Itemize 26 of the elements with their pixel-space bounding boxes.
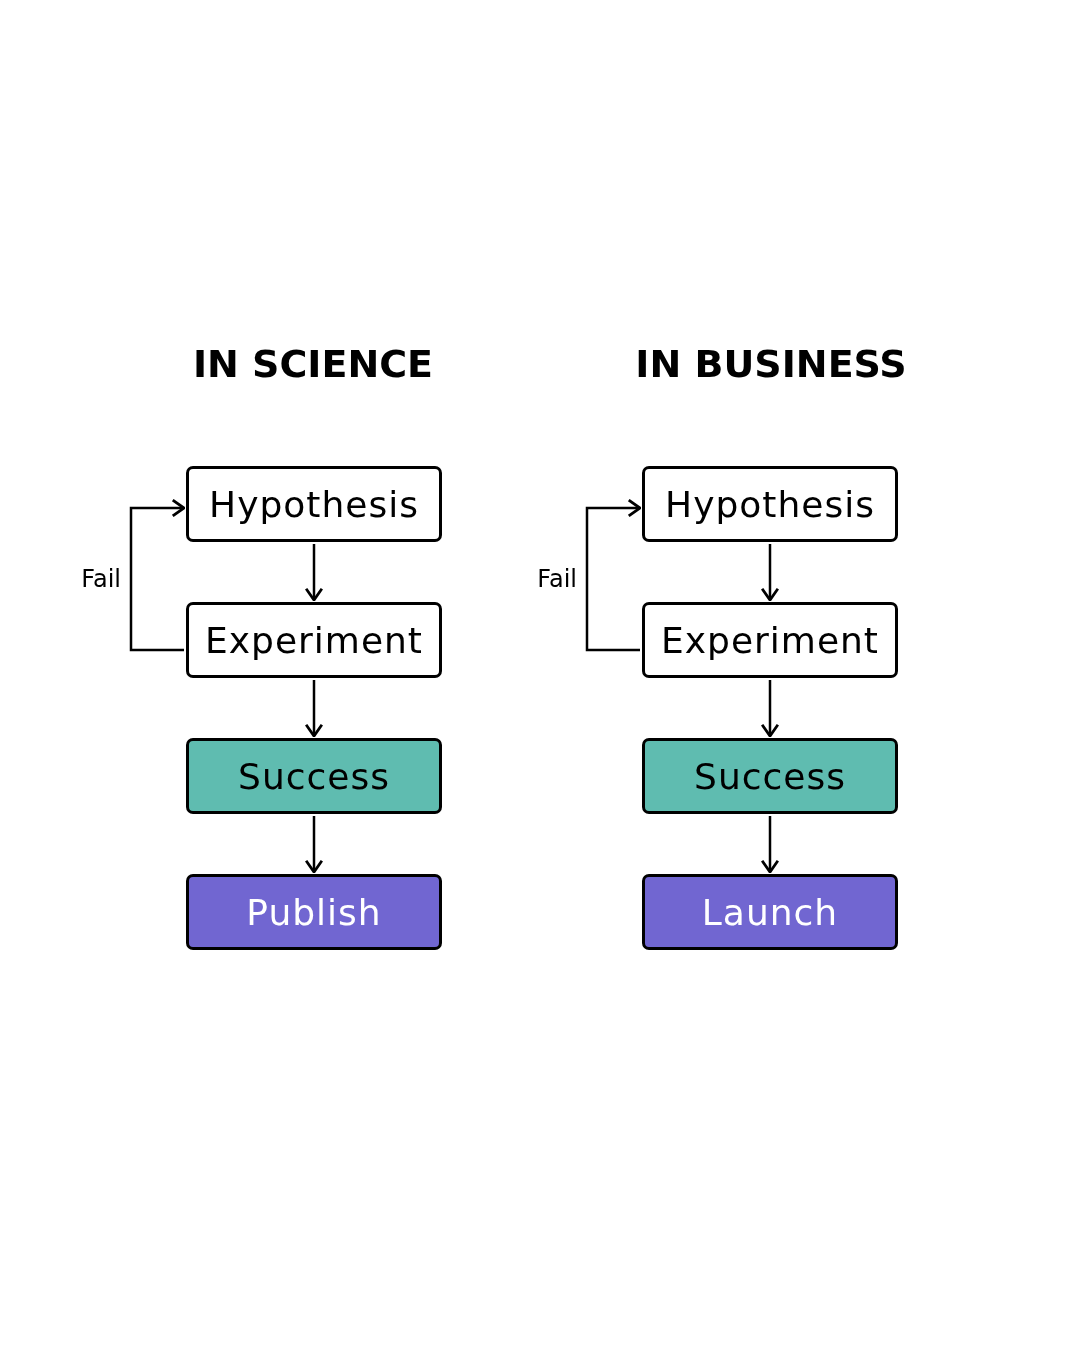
arrow: [304, 544, 324, 602]
outcome-box: [642, 874, 898, 950]
arrow: [760, 680, 780, 738]
box-label: Experiment: [205, 619, 423, 661]
process-box: [642, 466, 898, 542]
box-label: Success: [694, 755, 846, 797]
process-box: [186, 466, 442, 542]
box-label: Success: [238, 755, 390, 797]
column-heading: IN BUSINESS: [634, 342, 908, 386]
arrow: [129, 498, 186, 652]
outcome-box: [186, 874, 442, 950]
box-label: Hypothesis: [665, 483, 875, 525]
arrow: [304, 816, 324, 874]
arrow: [585, 498, 642, 652]
box-label: Hypothesis: [209, 483, 419, 525]
box-label: Experiment: [661, 619, 879, 661]
box-label: Launch: [701, 891, 839, 933]
column-heading: IN SCIENCE: [191, 342, 435, 386]
arrow: [304, 680, 324, 738]
arrow: [760, 816, 780, 874]
success-box: [642, 738, 898, 814]
process-box: [642, 602, 898, 678]
process-box: [186, 602, 442, 678]
arrow: [760, 544, 780, 602]
box-label: Publish: [246, 891, 382, 933]
success-box: [186, 738, 442, 814]
